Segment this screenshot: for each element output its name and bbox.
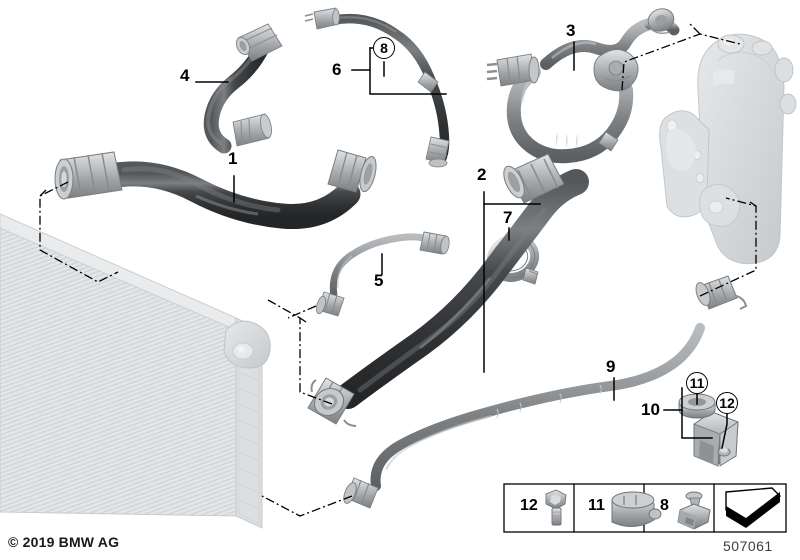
callout-circle-12: 12 (716, 392, 738, 414)
callout-label-6: 6 (332, 60, 342, 79)
part-3-branched-coolant-hose (486, 8, 680, 164)
legend-bracket-icon (677, 491, 711, 530)
callout-label-2: 2 (477, 165, 487, 184)
callout-label-5: 5 (374, 271, 384, 290)
ghost-radiator (0, 213, 271, 529)
connector-upper (235, 23, 283, 62)
connector-lower (232, 113, 272, 147)
copyright-notice: © 2019 BMW AG (8, 534, 120, 550)
callout-circle-11: 11 (686, 372, 708, 394)
hex-flange-bolt (717, 447, 731, 457)
part-9-heater-return-hose (343, 275, 748, 509)
legend-clip-icon (611, 491, 662, 527)
part-6-bleed-hose (304, 7, 450, 168)
branch-fitting-top (647, 8, 675, 34)
connector-right-end (419, 231, 450, 255)
callout-label-10: 10 (641, 400, 660, 419)
connector-left-end (316, 291, 345, 317)
assembly-bracket-ticks (39, 189, 757, 323)
connector-left-port (486, 53, 540, 87)
part-2-lower-radiator-hose (307, 153, 589, 427)
callout-label-1: 1 (228, 149, 238, 168)
part-5-vent-line (316, 231, 450, 317)
callout-label-7: 7 (503, 208, 513, 227)
connector-top (503, 153, 565, 204)
leader-lines (195, 41, 728, 449)
callout-label-9: 9 (606, 357, 616, 376)
connector-bottom (425, 136, 450, 168)
part-1-upper-radiator-hose (54, 149, 377, 230)
callout-label-4: 4 (180, 66, 190, 85)
ghost-transmission-oil-cooler (659, 33, 797, 265)
legend-bolt-icon (545, 489, 567, 526)
tee-junction (593, 49, 639, 92)
assembly-reference-lines (39, 21, 757, 517)
legend-box (503, 483, 787, 533)
legend-number-8: 8 (660, 497, 669, 514)
callout-label-3: 3 (566, 21, 576, 40)
diagram-number: 507061 (723, 538, 773, 554)
legend-number-11: 11 (588, 497, 605, 514)
connector-left (304, 7, 340, 30)
legend-number-12: 12 (520, 497, 538, 514)
connector-right-collar (327, 149, 377, 193)
part-4-short-curved-hose (203, 23, 283, 154)
callout-circle-8: 8 (373, 37, 395, 59)
connector-left-bellows (54, 151, 123, 200)
connector-upper-right (695, 275, 748, 310)
legend-direction-arrow-icon (725, 487, 782, 528)
